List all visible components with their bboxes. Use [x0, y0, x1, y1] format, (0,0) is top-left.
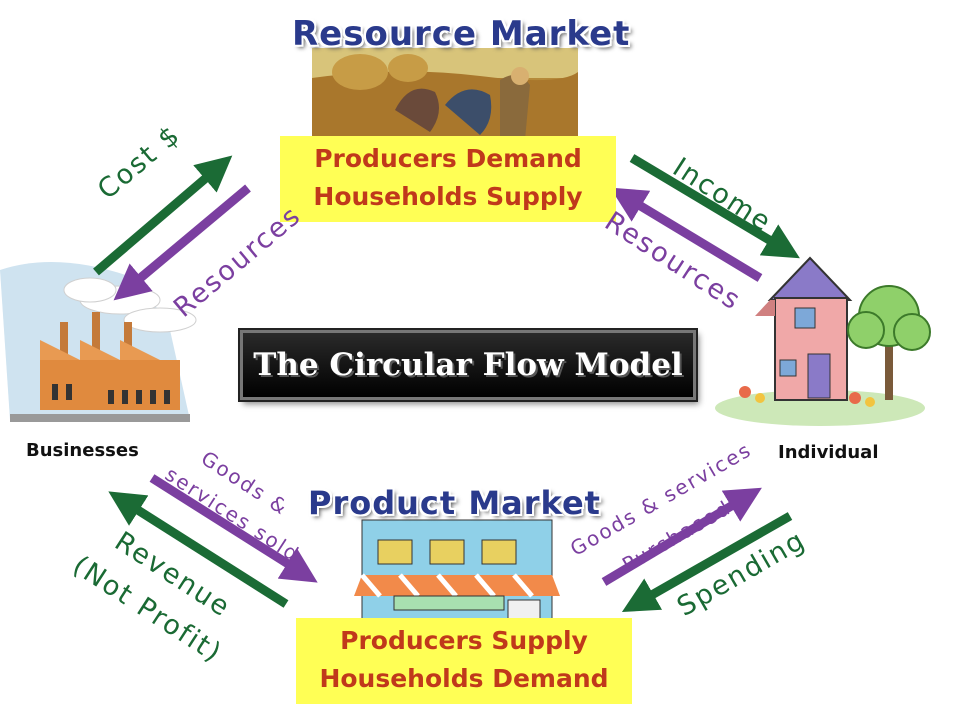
resource-market-box: Producers Demand Households Supply [280, 136, 616, 222]
resource-market-line1: Producers Demand [314, 144, 582, 173]
businesses-label: Businesses [26, 440, 139, 461]
goods-sold-arrow [149, 474, 318, 583]
resource-market-title: Resource Market [292, 14, 631, 54]
center-title-box: The Circular Flow Model [240, 330, 696, 400]
cost-arrow [93, 155, 233, 276]
house-image [715, 256, 931, 426]
center-title: The Circular Flow Model [253, 347, 683, 383]
resources-from-household-arrow [610, 187, 763, 282]
factory-image [0, 262, 197, 422]
product-market-line2: Households Demand [319, 664, 609, 693]
product-market-box: Producers Supply Households Demand [296, 618, 632, 704]
individual-label: Individual [778, 442, 879, 463]
resource-market-image [312, 48, 578, 148]
resources-to-business-arrow [113, 184, 251, 301]
product-market-line1: Producers Supply [340, 626, 588, 655]
resource-market-line2: Households Supply [313, 182, 583, 211]
goods-purchased-arrow [601, 487, 762, 586]
income-arrow [629, 154, 800, 259]
product-market-title: Product Market [308, 484, 601, 522]
spending-arrow [621, 512, 793, 613]
revenue-arrow [108, 491, 289, 608]
store-image [354, 519, 560, 621]
